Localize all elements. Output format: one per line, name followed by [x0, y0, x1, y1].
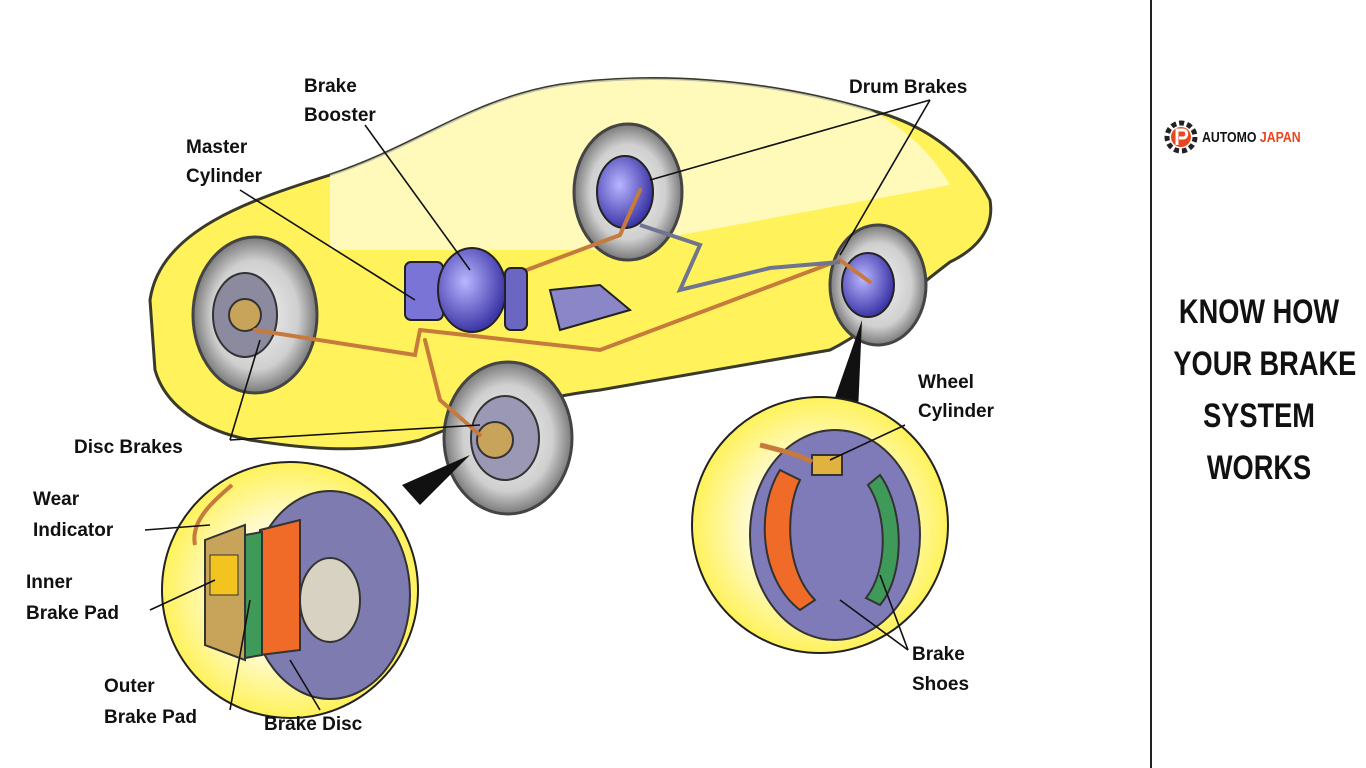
headline-line-1: KNOW HOW: [1178, 293, 1340, 331]
label-brake-shoes: Brake Shoes: [912, 644, 970, 695]
label-drum-brakes: Drum Brakes: [849, 77, 967, 98]
brand-name: AUTOMO JAPAN: [1202, 129, 1301, 146]
vertical-divider: [1150, 0, 1152, 768]
label-wheel-cylinder: Wheel Cylinder: [918, 372, 995, 422]
label-master-cylinder-line2: Cylinder: [186, 166, 263, 187]
sidebar: AUTOMO JAPAN KNOW HOW YOUR BRAKE SYSTEM …: [1152, 0, 1366, 768]
label-wear-indicator-line1: Wear: [33, 489, 80, 510]
rear-right-drum-wheel: [828, 223, 928, 347]
brand-logo[interactable]: AUTOMO JAPAN: [1164, 120, 1322, 154]
label-outer-brake-pad: Outer Brake Pad: [104, 676, 197, 728]
label-brake-booster-line1: Brake: [304, 76, 357, 97]
disc-brake-detail: [161, 461, 419, 719]
brake-lines: [253, 188, 872, 437]
disc-zoom-pointer: [402, 455, 470, 505]
brand-name-word1: AUTOMO: [1202, 128, 1257, 146]
headline: KNOW HOW YOUR BRAKE SYSTEM WORKS: [1152, 286, 1366, 494]
label-master-cylinder: Master Cylinder: [186, 137, 263, 187]
drum-zoom-pointer: [830, 320, 862, 412]
label-wheel-cylinder-line2: Cylinder: [918, 401, 995, 422]
drum-brake-detail: [691, 396, 949, 654]
label-brake-shoes-line1: Brake: [912, 644, 965, 665]
label-brake-shoes-line2: Shoes: [912, 674, 969, 695]
label-inner-brake-pad-line2: Brake Pad: [26, 603, 119, 624]
brake-system-diagram: Brake Booster Master Cylinder Drum Brake…: [26, 76, 995, 735]
master-cylinder-assembly: [404, 247, 528, 333]
label-outer-brake-pad-line2: Brake Pad: [104, 707, 197, 728]
label-inner-brake-pad-line1: Inner: [26, 572, 73, 593]
label-outer-brake-pad-line1: Outer: [104, 676, 155, 697]
headline-line-2: YOUR BRAKE: [1173, 345, 1357, 383]
label-brake-disc: Brake Disc: [264, 714, 363, 735]
gear-p-logo-icon: [1164, 120, 1198, 154]
rear-left-drum-wheel: [572, 122, 684, 262]
headline-line-3: SYSTEM: [1203, 397, 1315, 435]
front-left-wheel: [191, 235, 319, 395]
label-brake-booster-line2: Booster: [304, 105, 376, 126]
brand-name-word2: JAPAN: [1259, 128, 1301, 146]
label-brake-booster: Brake Booster: [304, 76, 376, 126]
label-master-cylinder-line1: Master: [186, 137, 248, 158]
label-disc-brakes: Disc Brakes: [74, 437, 183, 458]
front-right-disc-wheel: [442, 360, 574, 516]
label-wheel-cylinder-line1: Wheel: [918, 372, 974, 393]
label-wear-indicator-line2: Indicator: [33, 520, 114, 541]
steel-brake-lines: [639, 223, 841, 293]
leader-lines: [144, 99, 931, 711]
brake-pedal-assembly: [548, 283, 633, 332]
label-inner-brake-pad: Inner Brake Pad: [26, 572, 119, 624]
headline-line-4: WORKS: [1206, 449, 1312, 487]
label-wear-indicator: Wear Indicator: [33, 489, 114, 541]
